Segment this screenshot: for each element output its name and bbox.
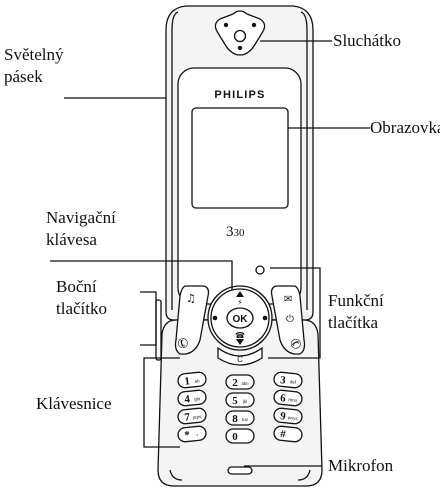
function-keys-label: Funkční tlačítka bbox=[328, 290, 384, 334]
phone-shortcut-icon: ☎ bbox=[235, 331, 245, 340]
earpiece-label: Sluchátko bbox=[333, 31, 401, 50]
key-main-label: 5 bbox=[232, 395, 238, 407]
key-0[interactable]: 0 bbox=[225, 428, 255, 444]
key-main-label: 0 bbox=[232, 431, 238, 443]
light-strip-label: Světelný pásek bbox=[4, 44, 64, 88]
key-main-label: 2 bbox=[232, 377, 238, 389]
key-sub-label: tuv bbox=[242, 417, 249, 422]
key-main-label: * bbox=[184, 429, 191, 442]
nav-key-pointer bbox=[50, 260, 233, 290]
function-keys-bracket bbox=[268, 267, 321, 359]
side-button-bracket bbox=[140, 291, 157, 346]
screen-label: Obrazovka bbox=[370, 118, 440, 137]
key-main-label: 7 bbox=[184, 411, 191, 424]
key-main-label: 8 bbox=[232, 413, 238, 425]
key-cap[interactable] bbox=[273, 425, 303, 443]
microphone-label: Mikrofon bbox=[328, 456, 394, 475]
key-cap[interactable] bbox=[177, 407, 207, 425]
keypad-label: Klávesnice bbox=[36, 394, 112, 413]
nav-key-label-line1: Navigační bbox=[46, 208, 116, 227]
key-sub-label: abc bbox=[241, 381, 249, 386]
navigation-key[interactable]: ⚡ ☎ OK bbox=[207, 285, 273, 351]
side-button[interactable] bbox=[155, 299, 162, 361]
c-key-label: C bbox=[237, 355, 243, 364]
camera-shortcut-icon: ⚡ bbox=[237, 298, 243, 307]
key-sub-label: mno bbox=[288, 397, 298, 403]
callout-lines bbox=[50, 40, 370, 467]
power-icon: ⏻ bbox=[286, 314, 294, 325]
key-sub-label: pqrs bbox=[193, 414, 203, 420]
ok-button[interactable] bbox=[226, 307, 254, 329]
key-sub-label: ab bbox=[194, 378, 200, 384]
side-button-label-line1: Boční bbox=[56, 277, 97, 296]
side-button-label: Boční tlačítko bbox=[56, 276, 107, 320]
key-sub-label: ghi bbox=[194, 396, 201, 402]
key-cap[interactable] bbox=[177, 389, 207, 407]
light-strip-label-line1: Světelný bbox=[4, 45, 64, 64]
c-key[interactable] bbox=[217, 346, 263, 366]
light-indicator bbox=[255, 265, 265, 275]
model-suffix: 30 bbox=[234, 227, 246, 239]
nav-down-arrow-icon[interactable] bbox=[236, 339, 244, 345]
key-cap[interactable] bbox=[177, 425, 207, 443]
light-strip-label-line2: pásek bbox=[4, 67, 43, 86]
keypad-bracket bbox=[143, 357, 180, 448]
nav-right-dot-icon[interactable] bbox=[262, 315, 268, 321]
key-main-label: 6 bbox=[280, 392, 287, 405]
key-main-label: # bbox=[280, 428, 287, 441]
microphone-slot bbox=[227, 466, 253, 475]
key-8[interactable]: 8 tuv bbox=[225, 410, 255, 426]
envelope-icon: ✉ bbox=[284, 294, 292, 305]
key-sub-label: wxyz bbox=[288, 415, 299, 421]
model-prefix: 3 bbox=[226, 224, 234, 240]
side-button-label-line2: tlačítko bbox=[56, 299, 107, 318]
key-cap[interactable] bbox=[177, 371, 207, 389]
key-main-label: 3 bbox=[280, 374, 287, 387]
nav-key-label-line2: klávesa bbox=[46, 230, 97, 249]
key-5[interactable]: 5 jkl bbox=[225, 392, 255, 408]
earpiece-grille bbox=[214, 10, 266, 56]
function-keys-label-line2: tlačítka bbox=[328, 313, 379, 332]
key-hash[interactable]: # bbox=[273, 425, 303, 443]
brand-logo: PHILIPS bbox=[214, 89, 265, 101]
key-cap[interactable] bbox=[225, 392, 255, 408]
key-main-label: 1 bbox=[184, 375, 191, 388]
nav-left-dot-icon[interactable] bbox=[212, 315, 218, 321]
key-cap[interactable] bbox=[273, 407, 303, 425]
right-soft-key[interactable] bbox=[270, 285, 306, 355]
key-main-label: 4 bbox=[184, 393, 191, 406]
nav-key-label: Navigační klávesa bbox=[46, 207, 116, 251]
ok-label: OK bbox=[233, 314, 249, 325]
key-cap[interactable] bbox=[225, 410, 255, 426]
screen bbox=[191, 107, 289, 209]
key-star[interactable]: *+ bbox=[177, 425, 207, 443]
model-number: 330 bbox=[226, 224, 245, 240]
display-panel: PHILIPS 330 bbox=[177, 67, 302, 305]
key-sub-label: def bbox=[289, 379, 296, 385]
key-sub-label: + bbox=[196, 432, 200, 437]
key-main-label: 9 bbox=[280, 410, 287, 423]
music-icon: ♫ bbox=[186, 292, 196, 305]
nav-up-arrow-icon[interactable] bbox=[236, 291, 244, 297]
key-cap[interactable] bbox=[273, 389, 303, 407]
function-keys-label-line1: Funkční bbox=[328, 291, 384, 310]
key-cap[interactable] bbox=[273, 371, 303, 389]
key-cap[interactable] bbox=[225, 374, 255, 390]
left-soft-key[interactable] bbox=[174, 285, 210, 355]
key-sub-label: jkl bbox=[242, 399, 247, 404]
key-cap[interactable] bbox=[225, 428, 255, 444]
